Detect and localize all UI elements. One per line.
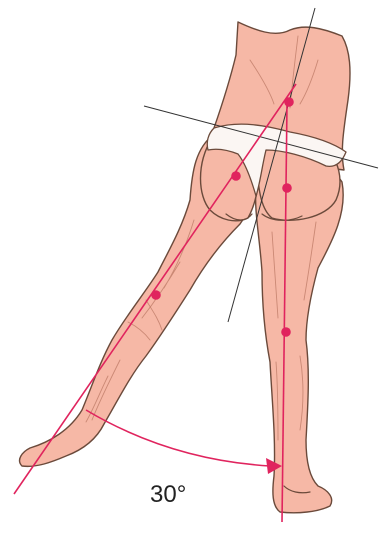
- pelvis-point: [284, 97, 294, 107]
- body-figure: [20, 22, 350, 513]
- hip-point-standing: [282, 183, 292, 193]
- angle-arc: [86, 410, 270, 466]
- angle-label: 30°: [150, 481, 186, 508]
- angle-annotation: 30°: [86, 410, 282, 508]
- knee-point-abducted: [151, 290, 161, 300]
- hip-point: [231, 171, 241, 181]
- knee-point-standing: [281, 327, 291, 337]
- abducted-leg-axis: [14, 84, 296, 494]
